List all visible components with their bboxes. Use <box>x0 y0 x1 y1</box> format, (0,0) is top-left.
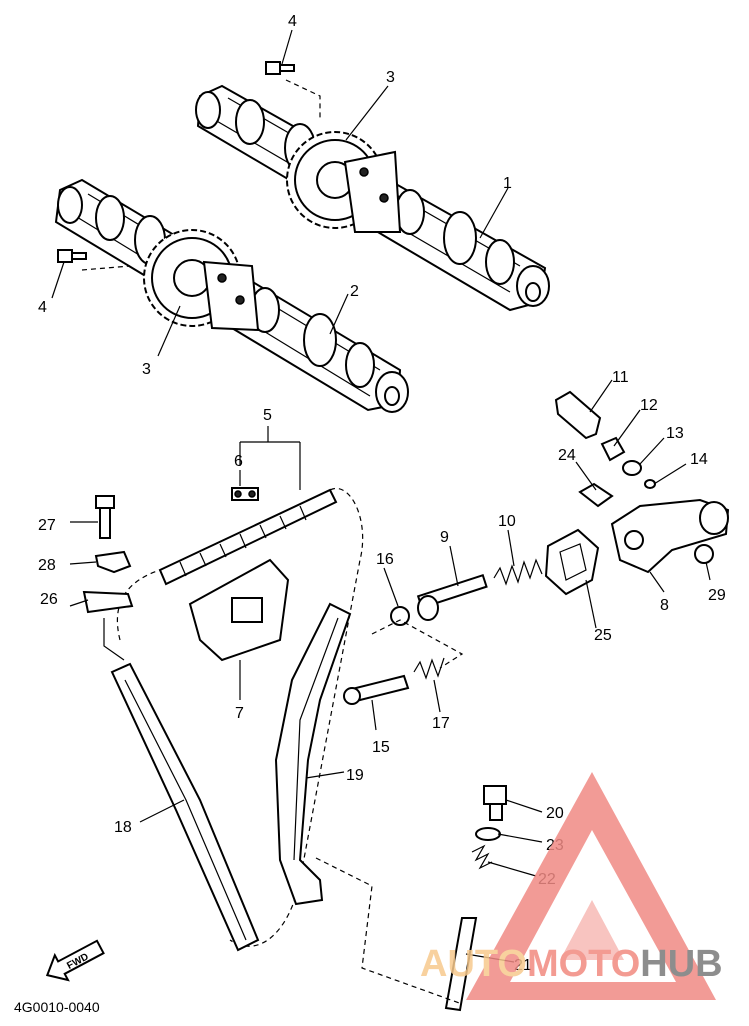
callout-25: 25 <box>594 627 612 644</box>
callout-19: 19 <box>346 767 364 784</box>
bracket-parts <box>82 495 134 661</box>
callout-6: 6 <box>234 453 243 470</box>
callout-5: 5 <box>263 407 272 424</box>
callout-26: 26 <box>40 591 58 608</box>
callout-29: 29 <box>708 587 726 604</box>
callout-12: 12 <box>640 397 658 414</box>
callout-14: 14 <box>690 451 708 468</box>
diagram-code: 4G0010-0040 <box>14 999 100 1015</box>
callout-15: 15 <box>372 739 390 756</box>
tensioner-small-parts <box>343 390 714 705</box>
fwd-arrow: FWD <box>45 939 105 982</box>
callout-1: 1 <box>503 175 512 192</box>
callout-8: 8 <box>660 597 669 614</box>
callout-4-upper: 4 <box>288 13 297 30</box>
callout-7: 7 <box>235 705 244 722</box>
watermark-logo: AUTOMOTOHUB <box>420 772 723 1000</box>
callout-10: 10 <box>498 513 516 530</box>
leader-lines <box>51 29 711 963</box>
guide-bolt-parts <box>315 785 507 1012</box>
callout-13: 13 <box>666 425 684 442</box>
bolt-lower <box>57 249 131 271</box>
tensioner-rod <box>416 574 488 621</box>
callout-3-lower: 3 <box>142 361 151 378</box>
chain-link <box>231 487 259 501</box>
callout-24: 24 <box>558 447 576 464</box>
callout-9: 9 <box>440 529 449 546</box>
tensioner-body <box>610 498 730 574</box>
watermark-auto: AUTO <box>420 943 527 985</box>
callout-17: 17 <box>432 715 450 732</box>
callout-2: 2 <box>350 283 359 300</box>
watermark-hub: HUB <box>640 943 722 985</box>
callout-16: 16 <box>376 551 394 568</box>
chain-guide-front <box>110 662 260 952</box>
callout-3-upper: 3 <box>386 69 395 86</box>
chain-guide-top <box>188 558 290 662</box>
sprocket-upper <box>286 131 402 233</box>
cam-chain <box>116 487 364 947</box>
bolt-upper <box>265 61 321 120</box>
svg-text:AUTOMOTOHUB: AUTOMOTOHUB <box>420 943 723 985</box>
callout-20: 20 <box>546 805 564 822</box>
tensioner-gasket <box>544 528 600 596</box>
callouts: 1 2 3 3 4 4 5 6 7 8 9 10 11 12 13 14 15 … <box>38 13 726 974</box>
chain-guide-rear <box>274 602 352 906</box>
callout-4-lower: 4 <box>38 299 47 316</box>
tensioner-spring <box>493 558 543 586</box>
watermark-moto: MOTO <box>527 943 640 985</box>
callout-28: 28 <box>38 557 56 574</box>
sprocket-lower <box>143 229 260 332</box>
callout-11: 11 <box>612 369 629 386</box>
callout-18: 18 <box>114 819 132 836</box>
callout-27: 27 <box>38 517 56 534</box>
